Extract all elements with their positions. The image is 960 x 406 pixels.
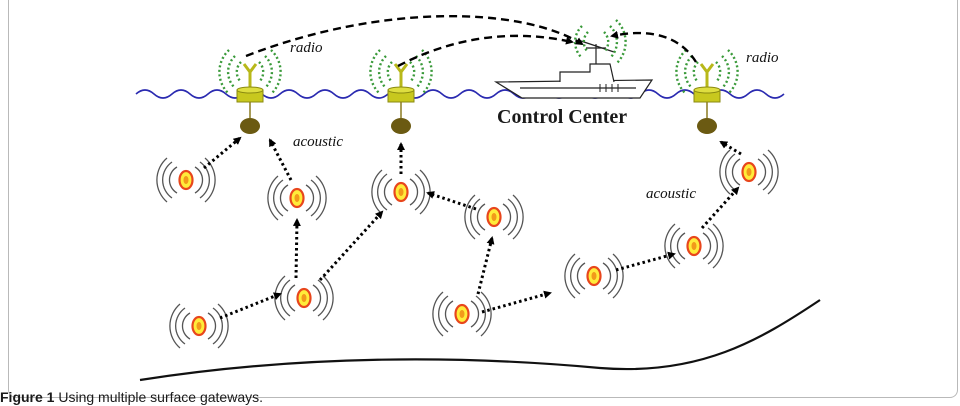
radio-label-right: radio [746,50,779,66]
acoustic-link [615,251,676,272]
sensor-node-icon [718,148,780,196]
sensor-node-icon [155,156,217,204]
sensor-node-icon [663,222,725,270]
sensor-node-icon [273,274,335,322]
acoustic-link [318,210,384,282]
sea-floor-line [139,299,821,382]
panel-border [8,0,958,398]
buoy-gateway-icon [217,48,283,136]
figure-label: Figure 1 [0,389,55,405]
sensor-node-icon [563,252,625,300]
acoustic-link [203,136,242,170]
ship-radio-wave-icon [573,19,627,65]
radio-link [610,30,698,63]
acoustic-link [476,236,495,295]
sensor-node-icon [168,302,230,350]
water-surface [135,89,785,99]
radio-label-left: radio [290,40,323,56]
control-center-label: Control Center [497,106,627,128]
acoustic-link [481,290,552,314]
acoustic-link [719,140,742,156]
sensor-node-icon [431,290,493,338]
acoustic-label-top: acoustic [293,134,343,150]
buoy-gateway-icon [368,48,434,136]
figure-caption: Figure 1 Using multiple surface gateways… [0,389,263,405]
sensor-node-icon [463,193,525,241]
ship-icon [493,39,654,99]
acoustic-link [700,186,740,230]
acoustic-link [292,218,301,279]
figure-caption-text: Using multiple surface gateways. [58,389,264,405]
acoustic-link [268,138,293,181]
acoustic-link [219,292,282,320]
radio-link [397,34,574,68]
sensor-node-icon [370,168,432,216]
radio-link [245,14,584,58]
sensor-node-icon [266,174,328,222]
acoustic-link [426,191,477,211]
acoustic-label-right: acoustic [646,186,696,202]
